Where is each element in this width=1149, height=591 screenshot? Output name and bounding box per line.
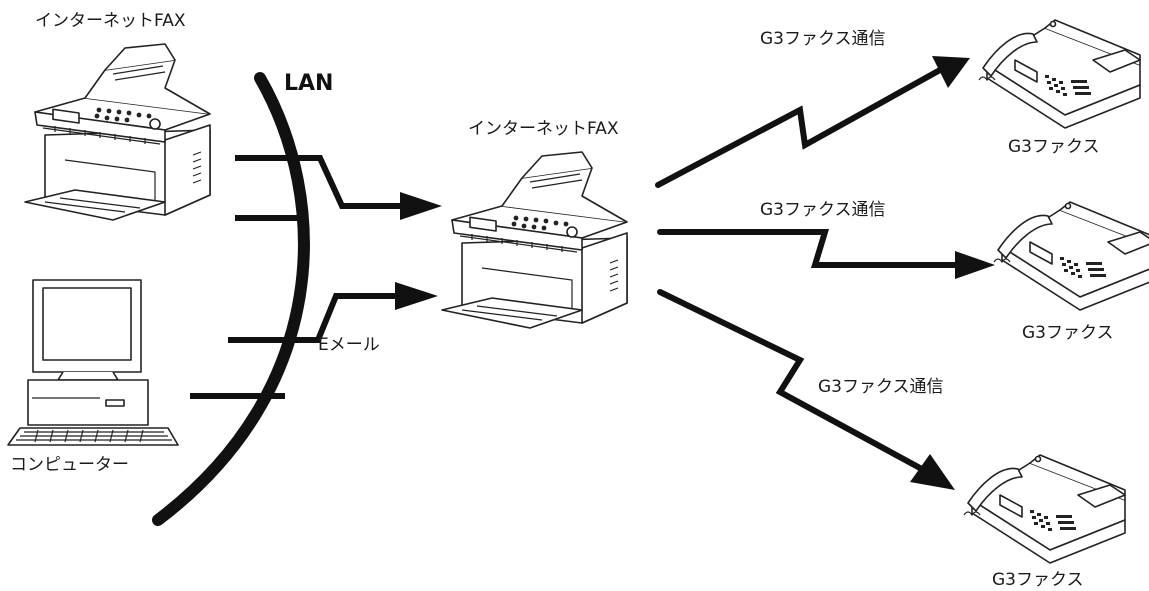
computer-label: コンピューター: [10, 455, 129, 475]
source-fax-icon: [24, 43, 211, 221]
g3-fax-2-icon: [993, 201, 1149, 311]
arrow-head-g3-3: [910, 454, 955, 490]
arrow-head-1: [400, 192, 442, 220]
center-fax-icon: [441, 151, 628, 329]
lan-line: [152, 72, 310, 526]
g3-transmission-lines: [655, 56, 995, 490]
arrow-head-g3-2: [955, 251, 995, 279]
g3-fax-label-2: G3ファクス: [1022, 323, 1113, 343]
g3-fax-label-1: G3ファクス: [1008, 137, 1099, 157]
g3-fax-3-icon: [963, 454, 1126, 564]
g3-comm-label-1: G3ファクス通信: [760, 29, 885, 49]
lan-to-center-arrows: [293, 155, 442, 343]
g3-comm-label-2: G3ファクス通信: [760, 200, 885, 220]
lan-label: LAN: [284, 71, 333, 96]
email-label: Eメール: [318, 335, 380, 355]
center-fax-label: インターネットFAX: [468, 119, 619, 139]
computer-icon: [7, 279, 179, 446]
g3-comm-label-3: G3ファクス通信: [818, 377, 943, 397]
arrow-head-2: [395, 282, 438, 310]
source-fax-label: インターネットFAX: [35, 11, 186, 31]
lan-branches: [190, 155, 304, 399]
arrow-head-g3-1: [932, 56, 970, 88]
g3-fax-1-icon: [978, 19, 1141, 129]
g3-fax-label-3: G3ファクス: [992, 570, 1083, 590]
